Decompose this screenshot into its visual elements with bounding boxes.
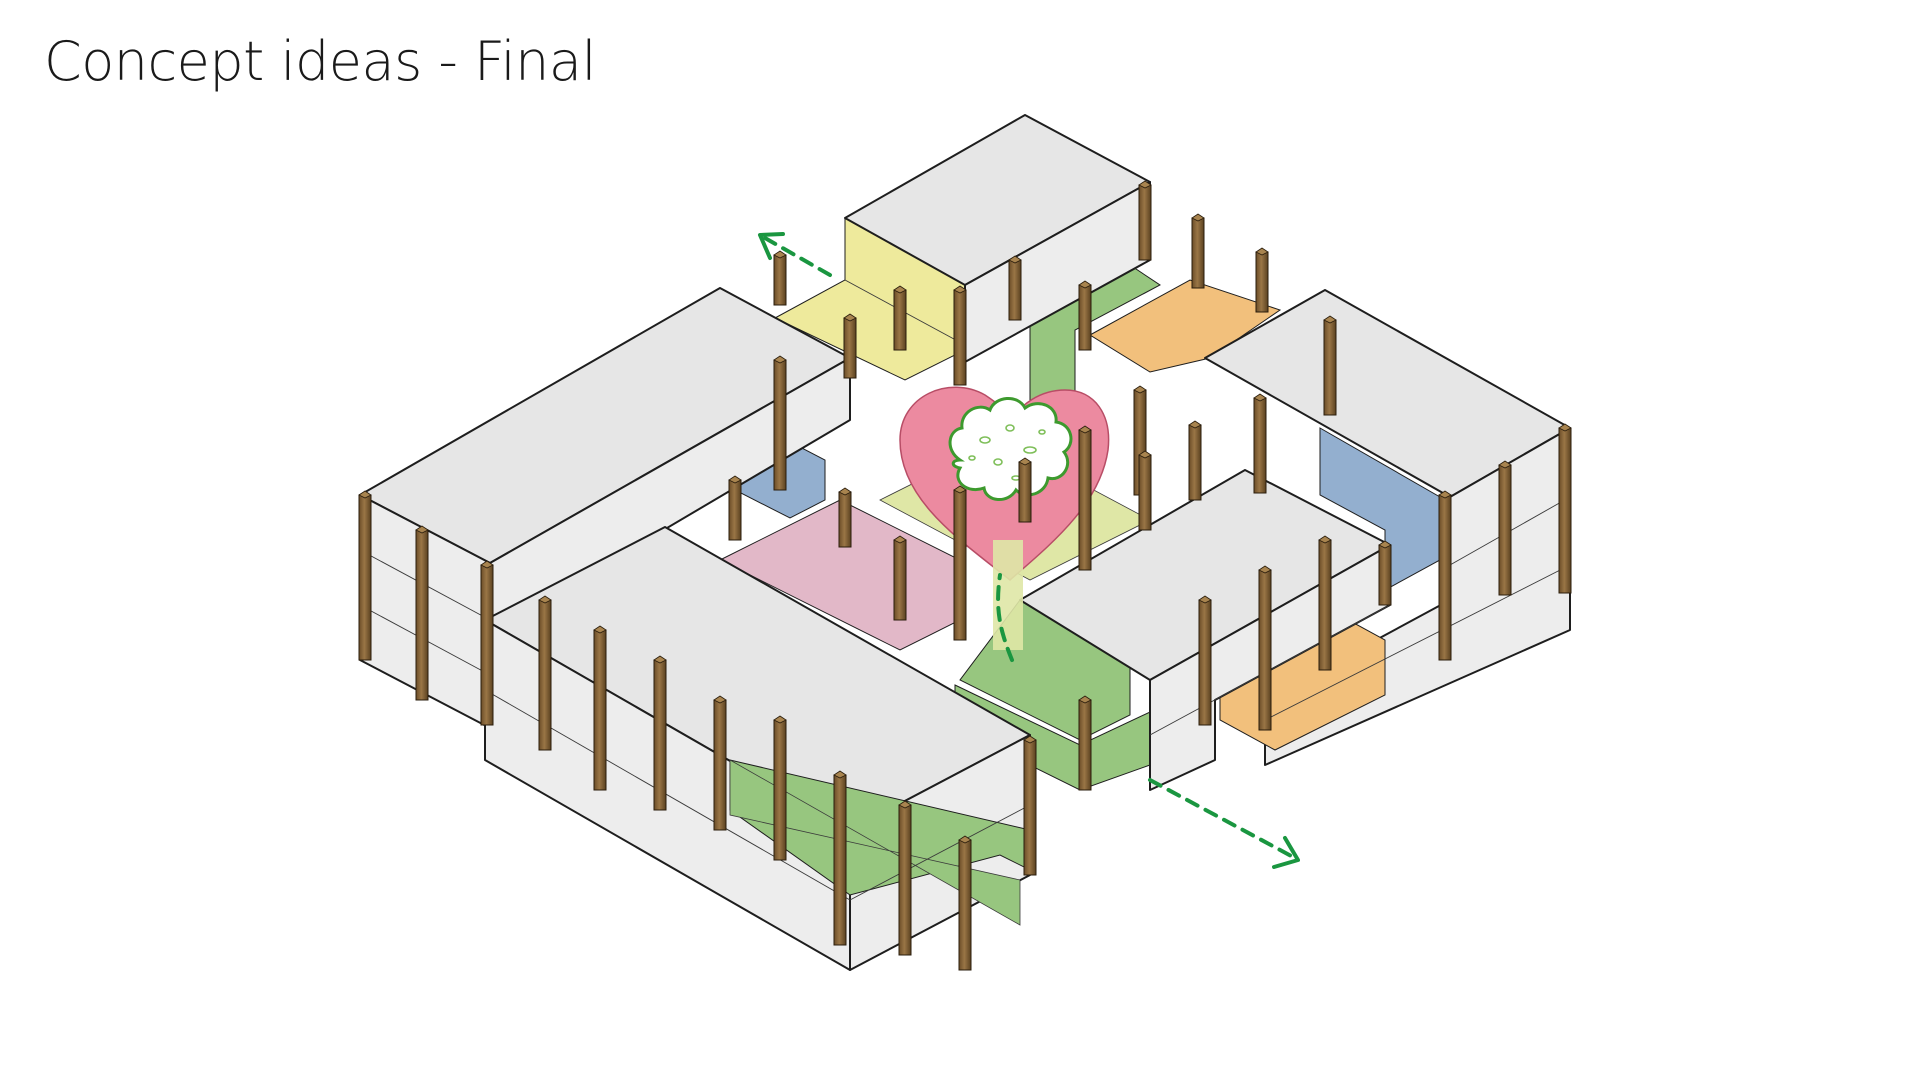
timber-column bbox=[834, 775, 846, 945]
timber-column bbox=[1254, 398, 1266, 493]
timber-column bbox=[729, 480, 741, 540]
timber-column bbox=[1079, 430, 1091, 570]
timber-column bbox=[539, 600, 551, 750]
timber-column bbox=[1256, 252, 1268, 312]
timber-column bbox=[1019, 462, 1031, 522]
dashed-arrow-icon-bottom bbox=[1150, 780, 1295, 858]
timber-column bbox=[894, 540, 906, 620]
timber-column bbox=[714, 700, 726, 830]
timber-column bbox=[774, 360, 786, 490]
timber-column bbox=[1259, 570, 1271, 730]
timber-column bbox=[359, 495, 371, 660]
timber-column bbox=[1439, 495, 1451, 660]
timber-column bbox=[1499, 465, 1511, 595]
timber-column bbox=[774, 255, 786, 305]
timber-column bbox=[416, 530, 428, 700]
timber-column bbox=[1189, 425, 1201, 500]
timber-column bbox=[1199, 600, 1211, 725]
timber-column bbox=[1079, 700, 1091, 790]
timber-column bbox=[1024, 740, 1036, 875]
timber-column bbox=[959, 840, 971, 970]
timber-column bbox=[839, 492, 851, 547]
timber-column bbox=[954, 290, 966, 385]
timber-column bbox=[481, 565, 493, 725]
timber-column bbox=[1139, 185, 1151, 260]
timber-column bbox=[1324, 320, 1336, 415]
timber-column bbox=[1379, 545, 1391, 605]
timber-column bbox=[1559, 428, 1571, 593]
timber-column bbox=[894, 290, 906, 350]
timber-column bbox=[1139, 455, 1151, 530]
timber-column bbox=[594, 630, 606, 790]
timber-column bbox=[954, 490, 966, 640]
timber-column bbox=[1319, 540, 1331, 670]
timber-column bbox=[1079, 285, 1091, 350]
timber-column bbox=[1009, 260, 1021, 320]
timber-column bbox=[899, 805, 911, 955]
timber-column bbox=[774, 720, 786, 860]
timber-column bbox=[654, 660, 666, 810]
timber-column bbox=[844, 318, 856, 378]
timber-column bbox=[1192, 218, 1204, 288]
